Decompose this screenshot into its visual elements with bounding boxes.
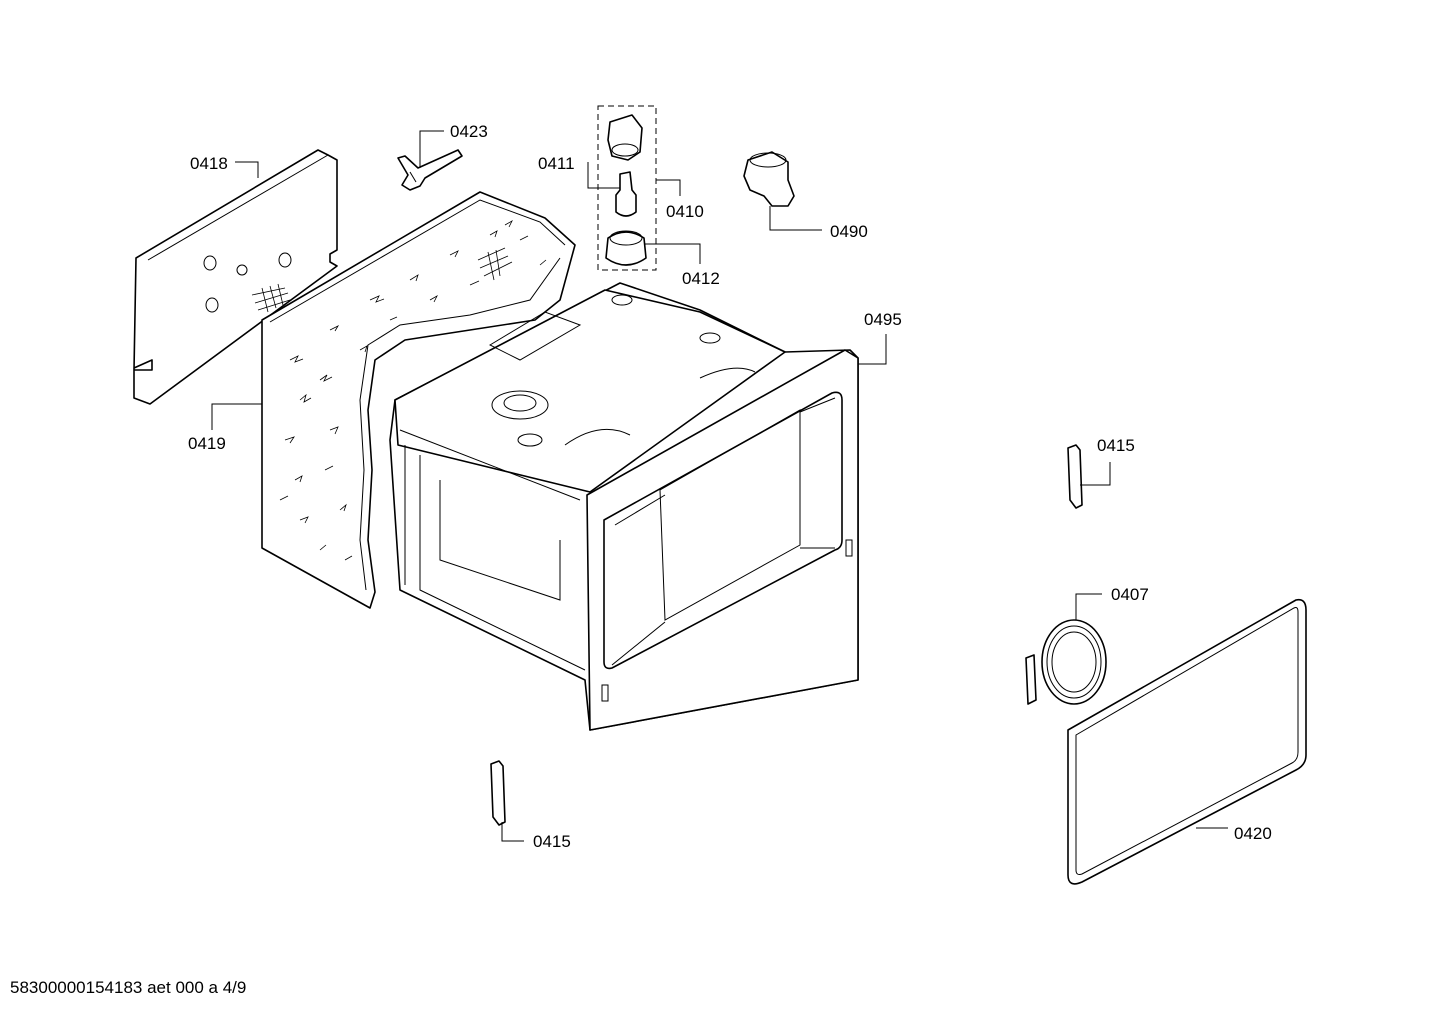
- label-0415-right: 0415: [1097, 436, 1135, 455]
- part-0407-heating-element: [1025, 619, 1107, 705]
- part-0423-bracket: [397, 149, 463, 191]
- label-0411: 0411: [538, 154, 575, 173]
- part-0412-lamp-socket: [605, 230, 647, 266]
- label-0407: 0407: [1111, 585, 1149, 604]
- drawing-reference: 58300000154183 aet 000 a 4/9: [10, 978, 247, 997]
- part-0419-insulation-wrap: [261, 191, 576, 609]
- label-0420: 0420: [1234, 824, 1272, 843]
- part-0411-bulb: [615, 171, 637, 217]
- part-0415-hinge-bottom: [490, 760, 506, 826]
- part-0420-door-seal: [1067, 598, 1307, 885]
- label-0418: 0418: [190, 154, 228, 173]
- label-0490: 0490: [830, 222, 868, 241]
- label-0495: 0495: [864, 310, 902, 329]
- label-0423: 0423: [450, 122, 488, 141]
- part-0495-oven-cavity: [389, 282, 859, 731]
- leader-lines: [211, 130, 1228, 842]
- part-0418-rear-panel: [133, 149, 338, 405]
- part-0490-socket: [743, 151, 795, 207]
- label-0415-bottom: 0415: [533, 832, 571, 851]
- part-0410-lamp-holder: [607, 114, 643, 161]
- label-0419: 0419: [188, 434, 226, 453]
- part-labels: 0418 0423 0411 0410 0412 0490 0495 0419 …: [188, 122, 1272, 851]
- label-0410: 0410: [666, 202, 704, 221]
- label-0412: 0412: [682, 269, 720, 288]
- part-0415-hinge-right: [1067, 444, 1083, 509]
